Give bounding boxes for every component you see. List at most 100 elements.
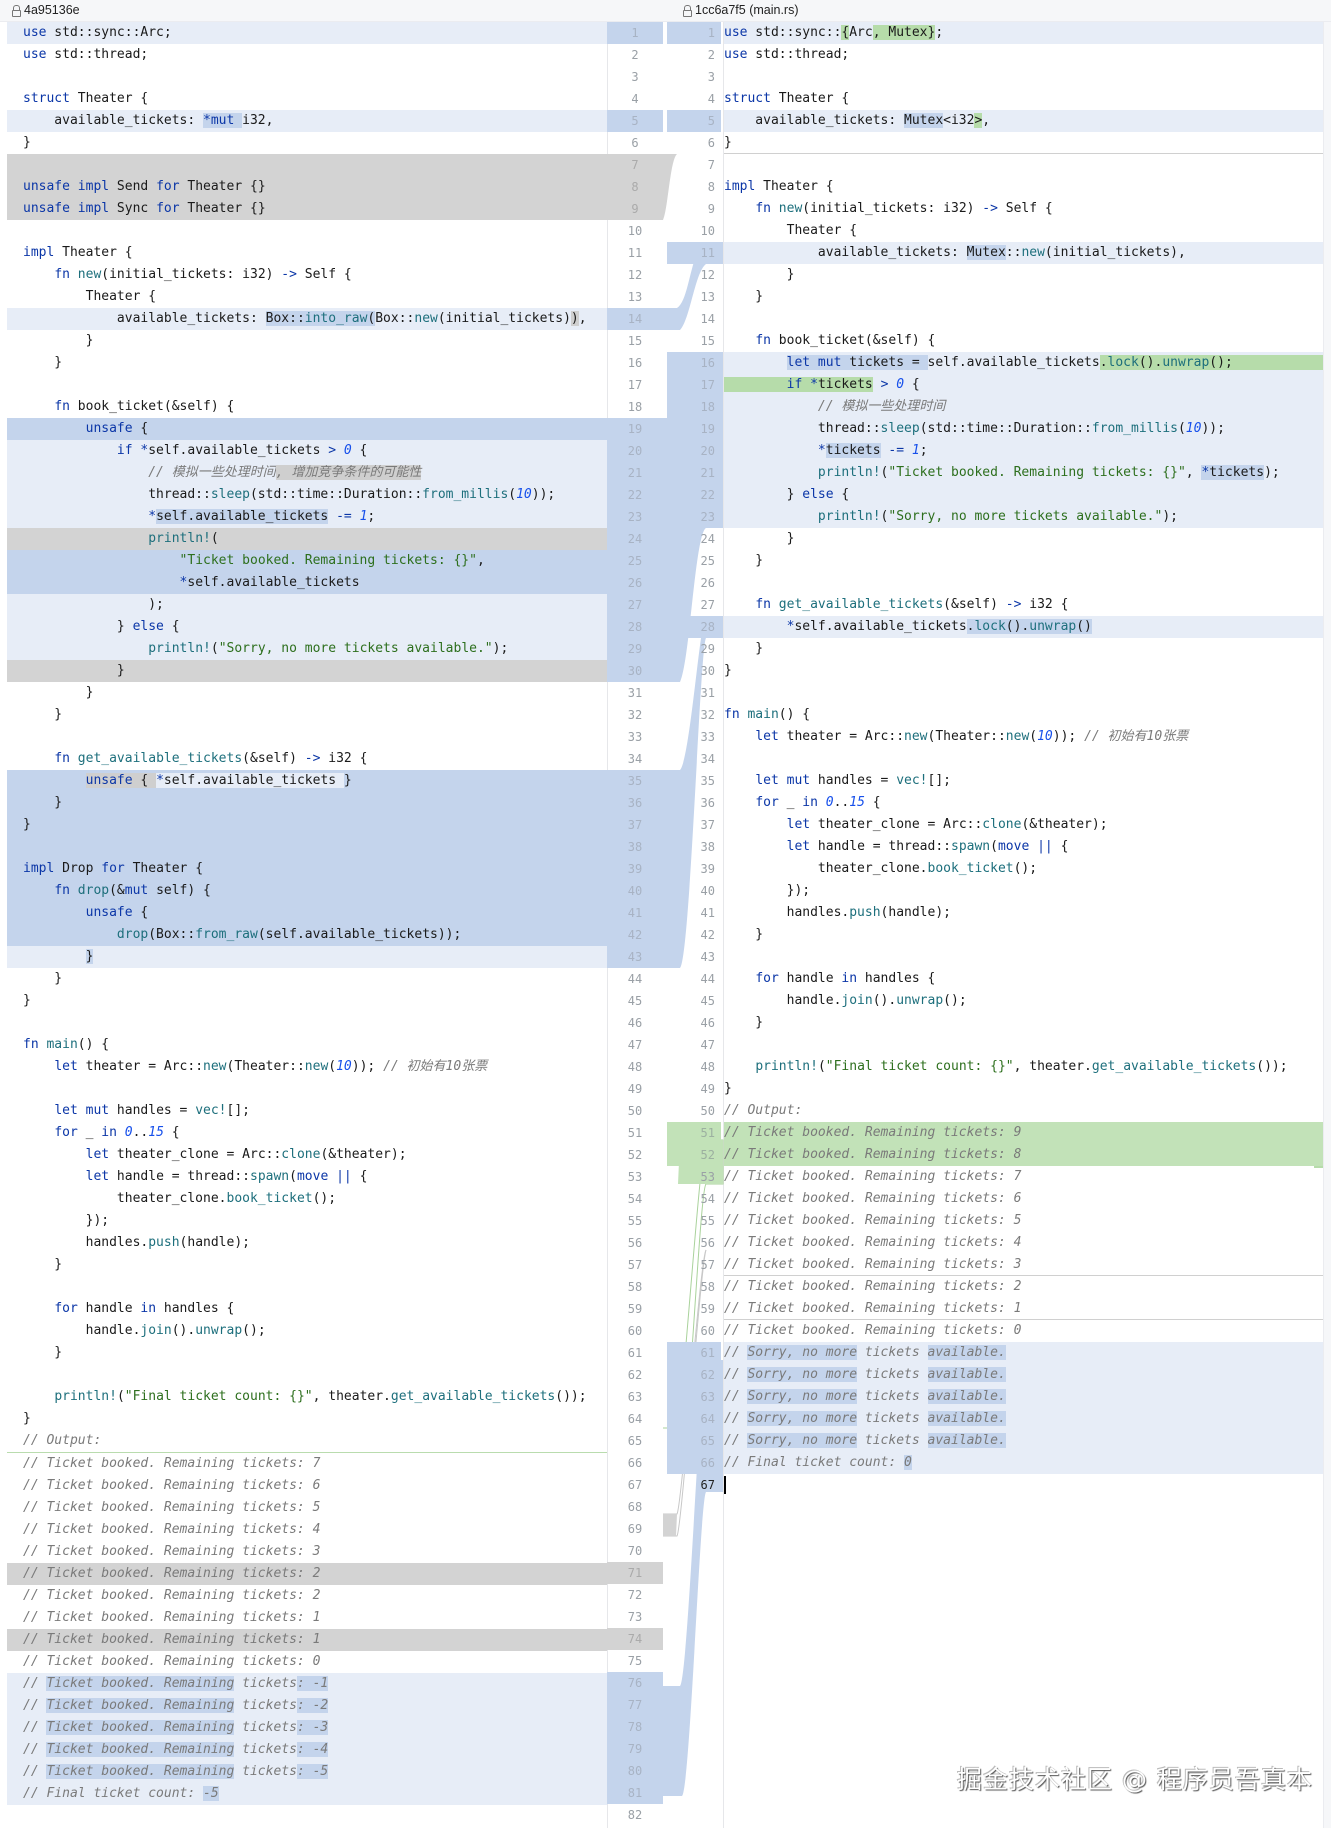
code-token: : -3 [296, 1720, 329, 1735]
code-token: .lock().unwrap(); [1099, 355, 1331, 370]
code-token: let theater_clone = Arc::clone(&theater)… [85, 1147, 407, 1162]
right-line-number: 48 [700, 1060, 715, 1074]
lock-icon [12, 4, 21, 17]
right-line-number: 40 [700, 884, 715, 898]
code-line: impl Theater { [7, 242, 607, 264]
right-editor-pane[interactable]: use std::sync::{Arc, Mutex}; use std::th… [724, 22, 1331, 1496]
code-token: // Ticket booked. Remaining tickets: 5 [724, 1213, 1022, 1228]
code-line: fn new(initial_tickets: i32) -> Self { [7, 264, 607, 286]
left-line-number: 20 [607, 440, 663, 462]
code-token: available. [927, 1389, 1006, 1404]
code-line: fn new(initial_tickets: i32) -> Self { [724, 198, 1323, 220]
code-token: } [23, 817, 31, 832]
code-token: // Ticket booked. Remaining tickets: 3 [23, 1544, 321, 1559]
left-editor-pane[interactable]: use std::sync::use std::sync::Arc;Arc; u… [7, 22, 607, 1827]
left-line-number: 40 [607, 880, 663, 902]
right-line-number: 33 [700, 730, 715, 744]
code-line: // Ticket booked. Remaining tickets: 0 [7, 1651, 607, 1673]
left-line-number: 82 [627, 1808, 643, 1822]
right-line-number: 31 [700, 686, 715, 700]
code-token: unwrap [896, 993, 944, 1008]
left-line-number: 10 [627, 224, 643, 238]
code-token: drop [77, 883, 110, 898]
code-line [724, 154, 1323, 176]
code-line: }); [7, 1210, 607, 1232]
code-token: fn main() { [23, 1037, 110, 1052]
code-token [724, 1474, 726, 1496]
left-line-number: 48 [627, 1060, 643, 1074]
code-token: handle.join().unwrap(); [724, 993, 967, 1008]
right-line-number: 65 [667, 1430, 721, 1452]
code-token: join [140, 1323, 172, 1338]
left-line-number: 81 [607, 1782, 663, 1804]
code-token: new [414, 311, 438, 326]
right-scrollbar-strip[interactable] [1323, 22, 1331, 1828]
right-line-number: 56 [700, 1236, 715, 1250]
code-line: unsafe { [7, 902, 607, 924]
right-line-number: 41 [700, 906, 715, 920]
code-token: for handle in handles { [755, 971, 936, 986]
left-line-number: 13 [627, 290, 643, 304]
code-token: 15 [148, 1125, 164, 1140]
code-token: unsafe { [85, 773, 157, 788]
code-token: // Ticket booked. Remaining tickets: 9 [724, 1125, 1022, 1140]
code-token: use std::thread; [724, 47, 850, 62]
right-line-number: 39 [700, 862, 715, 876]
code-line: theater_clone.book_ticket(); [7, 1188, 607, 1210]
right-line-number: 29 [700, 642, 715, 656]
code-token: fn [755, 333, 771, 348]
code-token: } [23, 1345, 63, 1360]
code-token: new [203, 1059, 227, 1074]
code-line: // Ticket booked. Remaining tickets: 1 [724, 1298, 1323, 1320]
code-token: use std::sync::{Arc, Mutex}; [724, 25, 944, 40]
code-token: struct Theater { [724, 91, 850, 106]
code-token: new [778, 201, 803, 216]
code-token: impl [23, 861, 55, 876]
code-line: } [7, 352, 607, 374]
code-token: let mut tickets = [786, 355, 928, 370]
left-line-number: 38 [607, 836, 663, 858]
code-token: struct [23, 91, 70, 106]
code-line [724, 1034, 1323, 1056]
code-token: *tickets -= 1; [817, 443, 928, 458]
code-line: *tickets -= 1; [724, 440, 1323, 462]
code-token: impl Theater { [724, 179, 834, 194]
code-token: > [974, 113, 983, 128]
code-line: // Ticket booked. Remaining tickets: 6 [7, 1475, 607, 1497]
code-token: println! [54, 1389, 117, 1404]
code-token: spawn [250, 1169, 290, 1184]
code-line: } [724, 1078, 1323, 1100]
code-token: let theater = Arc::new(Theater::new(10))… [755, 729, 1189, 744]
code-line: // Final ticket count: 0 [724, 1452, 1323, 1474]
code-token: in [101, 1125, 117, 1140]
right-line-number: 44 [700, 972, 715, 986]
code-line: use std::thread; [724, 44, 1323, 66]
code-token: push [148, 1235, 180, 1250]
code-token: } [724, 531, 795, 546]
code-line: // Ticket booked. Remaining tickets: -3 [7, 1717, 607, 1739]
code-token: * [1201, 465, 1210, 480]
code-line: fn main() { [7, 1034, 607, 1056]
code-token: println! [148, 641, 211, 656]
code-token: // Ticket booked. Remaining tickets: 1 [23, 1632, 321, 1647]
code-token: // Ticket booked. Remaining tickets: 7 [23, 1456, 321, 1471]
code-token: Ticket booked. Remaining [46, 1742, 235, 1757]
code-token: book_ticket [927, 861, 1014, 876]
code-token: { [841, 25, 850, 40]
code-token: if *tickets [724, 377, 873, 392]
code-token: // Ticket booked. Remaining tickets: 2 [724, 1279, 1022, 1294]
right-line-number: 49 [700, 1082, 715, 1096]
code-token: // 初始有10张票 [383, 1059, 488, 1074]
code-token: let [85, 1169, 110, 1184]
code-token: println!( [148, 531, 219, 546]
code-line: // Ticket booked. Remaining tickets: 0 [724, 1320, 1323, 1342]
code-token: -= [336, 509, 352, 524]
right-line-number: 7 [707, 158, 715, 172]
left-line-number: 75 [627, 1654, 643, 1668]
code-line: } [7, 704, 607, 726]
left-line-number: 26 [607, 572, 663, 594]
right-line-number: 27 [700, 598, 715, 612]
code-line: } else { [724, 484, 1323, 506]
right-line-number: 46 [700, 1016, 715, 1030]
code-line: for _ in 0..15 { [724, 792, 1323, 814]
